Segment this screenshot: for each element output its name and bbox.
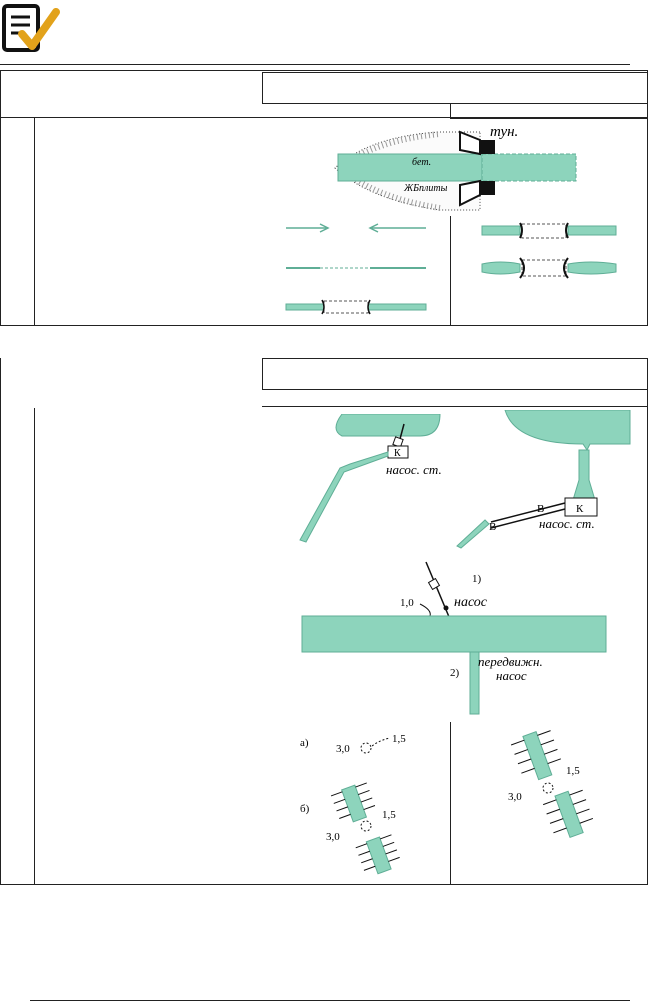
dist-3-0-b: 3,0: [326, 831, 340, 843]
table2-left-border: [0, 358, 1, 884]
label-plates: ЖБплиты: [403, 183, 448, 194]
table2-bottom-border: [0, 884, 648, 885]
table2-header-box: [262, 358, 648, 390]
variant-1: 1): [472, 573, 482, 585]
table1-subheader-left: [262, 103, 450, 104]
footer-rule: [30, 1000, 630, 1001]
pump-station-label: насос. ст.: [386, 462, 442, 477]
branch-channel: [469, 651, 480, 715]
logo: [0, 0, 68, 58]
label-concrete: бет.: [412, 157, 431, 168]
pump-station-right-label: насос. ст.: [539, 516, 595, 531]
case-b: б): [300, 803, 310, 815]
document-check-icon: [2, 4, 60, 52]
marker-b2: B: [489, 521, 496, 533]
table2-col-divider: [34, 408, 35, 884]
pump-box-label: К: [394, 448, 401, 459]
pump-box-right-label: К: [576, 503, 584, 515]
dist-3-0-r: 3,0: [508, 791, 522, 803]
case-a: а): [300, 737, 309, 749]
figure-tunnel: тун. бет. ЖБплиты: [334, 124, 577, 211]
table2-subheader-rule: [262, 406, 648, 407]
table1-subheader-box: [450, 103, 648, 119]
dist-3-0-a: 3,0: [336, 743, 350, 755]
header-rule: [0, 64, 630, 65]
main-channel: [301, 615, 607, 653]
figure-mobile-pump: 1) 1,0 насос 2) передвижн. насос: [301, 561, 607, 715]
table1-subheader-rule: [0, 117, 648, 118]
label-tunnel: тун.: [490, 124, 518, 140]
table1-col-divider-right: [450, 216, 451, 326]
distance-1-0: 1,0: [400, 597, 414, 609]
table1-top-border: [0, 70, 648, 71]
table2-col-divider-right: [450, 722, 451, 884]
figure-hydrant-distances-right: 1,5 3,0: [508, 730, 594, 839]
figure-pipe-joining: [285, 223, 427, 315]
pump-box-right: [564, 497, 598, 517]
pump-label: насос: [454, 595, 488, 610]
dist-1-5-r: 1,5: [566, 765, 580, 777]
table1-bottom-border: [0, 325, 648, 326]
figure-hydrant-distances-left: а) 3,0 1,5 б) 1,5 3,0: [300, 733, 406, 875]
figure-pipe-sleeves: [481, 222, 617, 279]
variant-2: 2): [450, 667, 460, 679]
tunnel-channel: [481, 153, 577, 182]
table1-col-divider: [34, 117, 35, 326]
marker-b1: B: [537, 503, 544, 515]
figure-pump-station-left: К насос. ст.: [299, 414, 442, 543]
figure-pump-station-right: К насос. ст. B B: [456, 410, 631, 549]
table1-header-box: [262, 72, 648, 104]
dist-1-5-a: 1,5: [392, 733, 406, 745]
dist-1-5-b: 1,5: [382, 809, 396, 821]
table1-left-border: [0, 70, 1, 326]
mobile-pump-line1: передвижн.: [478, 654, 543, 669]
concrete-bank: [337, 153, 483, 182]
mobile-pump-line2: насос: [496, 668, 527, 683]
